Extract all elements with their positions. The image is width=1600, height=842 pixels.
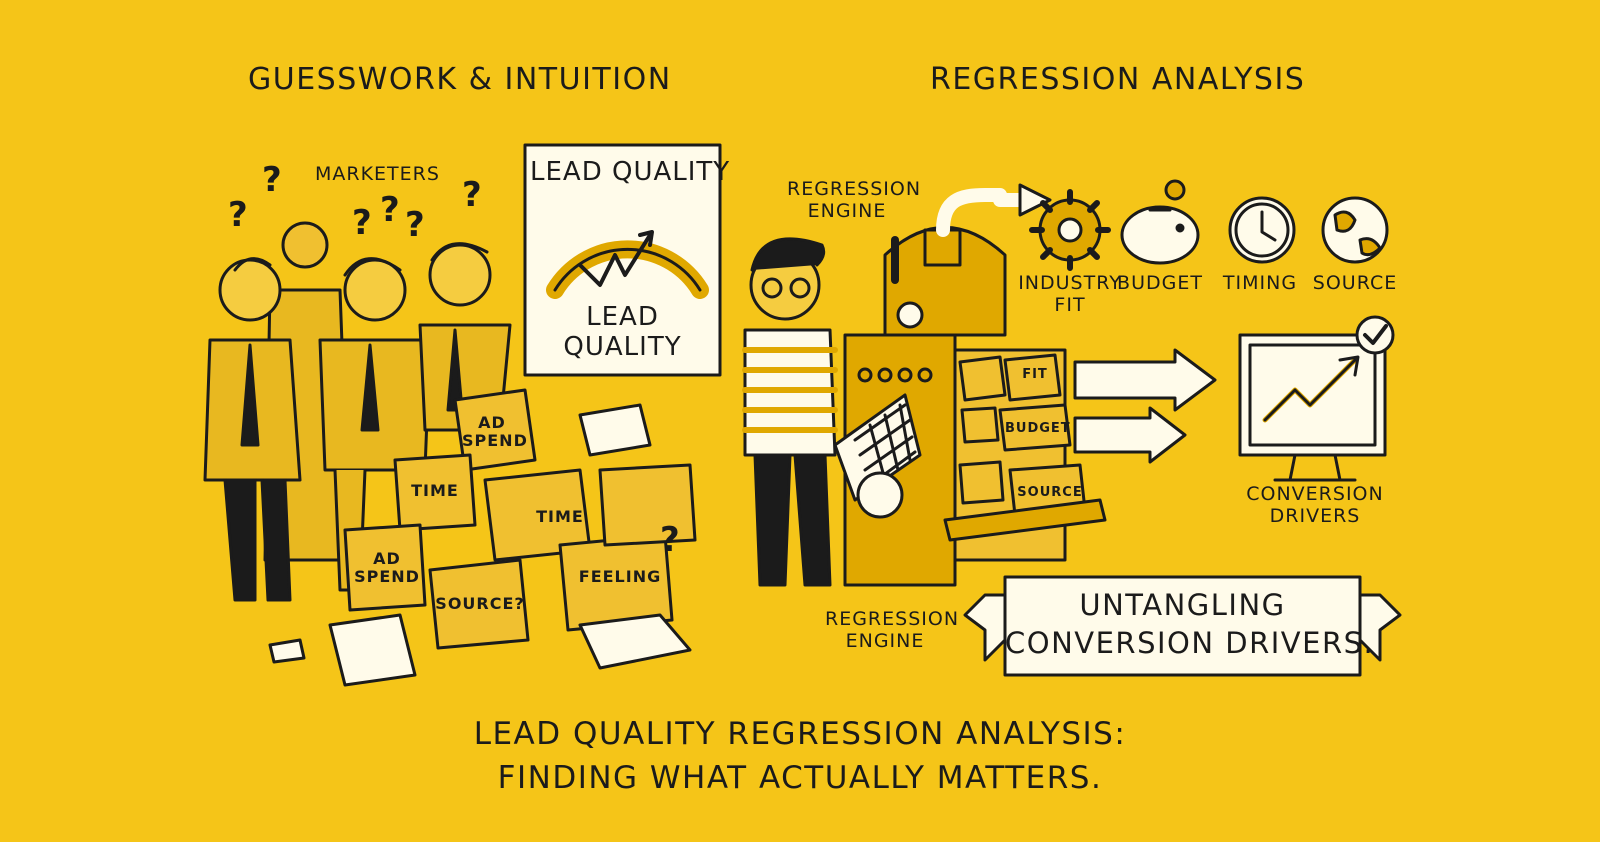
factor-label-budget: BUDGET: [1117, 272, 1203, 294]
scattered-papers: [268, 403, 692, 687]
board-caption-line1: LEAD: [586, 302, 659, 332]
engine-label-top-line1: REGRESSION: [787, 178, 922, 200]
lead-quality-board: [523, 143, 722, 377]
regression-engine-machine: [833, 188, 1007, 587]
tray-label-source: SOURCE: [1017, 485, 1083, 500]
clock-icon: [1228, 196, 1296, 264]
engine-label-bottom-line2: ENGINE: [845, 630, 925, 652]
piggy-bank-icon: [1120, 179, 1200, 265]
board-title: LEAD QUALITY: [530, 157, 731, 187]
monitor-label-line1: CONVERSION: [1246, 483, 1384, 505]
box-label: TIME: [536, 507, 584, 526]
question-mark: ?: [380, 190, 400, 230]
engine-label-bottom-line1: REGRESSION: [825, 608, 960, 630]
banner-line1: UNTANGLING: [1079, 588, 1286, 622]
factor-label-source: SOURCE: [1312, 272, 1398, 294]
arrow-right-icon: [1073, 348, 1217, 412]
tray-label-fit: FIT: [1022, 367, 1048, 382]
banner-line2: CONVERSION DRIVERS.: [1005, 626, 1375, 660]
tray-label-budget: BUDGET: [1005, 421, 1071, 436]
analyst-figure: [742, 237, 838, 587]
box-label: AD: [478, 413, 506, 432]
left-heading: GUESSWORK & INTUITION: [248, 62, 672, 97]
question-mark: ?: [462, 175, 482, 215]
engine-label-top-line2: ENGINE: [807, 200, 887, 222]
question-mark: ?: [660, 520, 680, 560]
arrow-right-icon: [1073, 406, 1187, 464]
question-mark: ?: [405, 205, 425, 245]
banner-ribbon: [963, 575, 1402, 677]
question-mark: ?: [352, 203, 372, 243]
question-mark: ?: [262, 160, 282, 200]
box-label: FEELING: [578, 567, 662, 586]
board-caption-line2: QUALITY: [563, 332, 682, 362]
box-label: SPEND: [354, 567, 420, 586]
box-label: SPEND: [462, 431, 528, 450]
factor-label-industry-line1: INDUSTRY: [1018, 272, 1122, 294]
factor-label-timing: TIMING: [1222, 272, 1298, 294]
box-pile: [343, 388, 697, 650]
right-heading: REGRESSION ANALYSIS: [930, 62, 1306, 97]
footer-line1: LEAD QUALITY REGRESSION ANALYSIS:: [473, 716, 1127, 752]
monitor-chart: [1238, 333, 1387, 482]
factor-label-industry-line2: FIT: [1054, 294, 1086, 316]
monitor-label-line2: DRIVERS: [1269, 505, 1361, 527]
marketers-label: MARKETERS: [315, 163, 440, 185]
box-label: AD: [373, 549, 401, 568]
globe-icon: [1321, 196, 1389, 264]
box-label: TIME: [411, 481, 459, 500]
marketer-figure-front-left: [203, 257, 302, 602]
footer-line2: FINDING WHAT ACTUALLY MATTERS.: [497, 760, 1103, 796]
engine-tray: [943, 348, 1107, 562]
box-label: SOURCE?: [435, 594, 525, 613]
checkmark-icon: [1355, 315, 1395, 355]
gear-icon: [1029, 189, 1111, 271]
question-mark: ?: [228, 195, 248, 235]
marketer-figure-middle: [318, 257, 432, 592]
